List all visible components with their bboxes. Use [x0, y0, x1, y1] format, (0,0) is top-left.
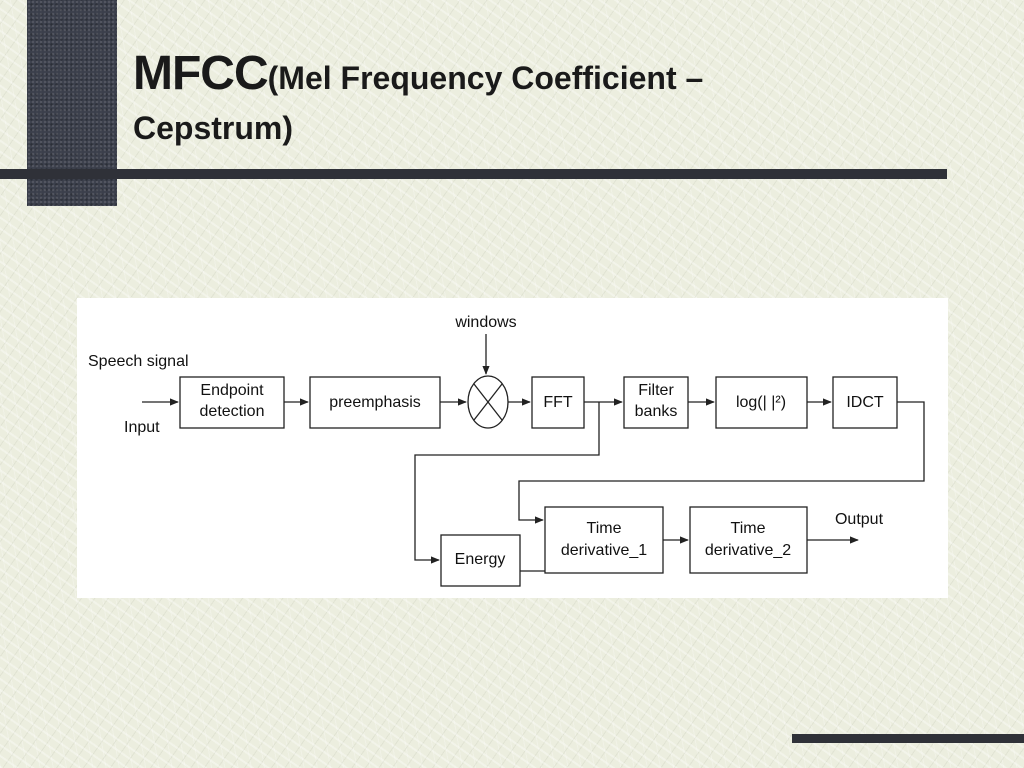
mfcc-diagram: Speech signal Input windows Output Endpo…	[77, 298, 948, 598]
svg-text:detection: detection	[200, 403, 265, 420]
title-line2: Cepstrum)	[133, 110, 294, 146]
svg-text:derivative_2: derivative_2	[705, 542, 791, 559]
svg-text:banks: banks	[635, 403, 678, 420]
connectors	[142, 334, 925, 572]
svg-text:preemphasis: preemphasis	[329, 394, 421, 411]
svg-text:Endpoint: Endpoint	[200, 382, 264, 399]
time-derivative-2-block: Time derivative_2	[689, 506, 808, 574]
svg-text:Energy: Energy	[455, 551, 506, 568]
svg-text:Time: Time	[587, 520, 622, 537]
svg-text:log(| |²): log(| |²)	[736, 394, 786, 411]
slide-title: MFCC(Mel Frequency Coefficient – Cepstru…	[133, 47, 893, 146]
input-label: Input	[124, 419, 160, 436]
fft-block: FFT	[531, 376, 585, 429]
svg-text:derivative_1: derivative_1	[561, 542, 647, 559]
title-rule	[0, 169, 947, 179]
idct-block: IDCT	[832, 376, 898, 429]
footer-rule	[792, 734, 1024, 743]
svg-text:FFT: FFT	[543, 394, 573, 411]
speech-signal-label: Speech signal	[88, 353, 189, 370]
title-main: MFCC	[133, 47, 269, 100]
log-block: log(| |²)	[715, 376, 808, 429]
svg-text:Time: Time	[731, 520, 766, 537]
time-derivative-1-block: Time derivative_1	[544, 506, 664, 574]
preemphasis-block: preemphasis	[309, 376, 441, 429]
svg-text:IDCT: IDCT	[846, 394, 884, 411]
title-paren: (Mel Frequency Coefficient –	[267, 60, 704, 96]
output-label: Output	[835, 511, 884, 528]
filter-banks-block: Filter banks	[623, 376, 689, 429]
energy-block: Energy	[440, 534, 521, 587]
endpoint-detection-block: Endpoint detection	[179, 376, 285, 429]
svg-text:Filter: Filter	[638, 382, 674, 399]
windows-label: windows	[454, 314, 516, 331]
window-multiplier	[467, 375, 509, 429]
